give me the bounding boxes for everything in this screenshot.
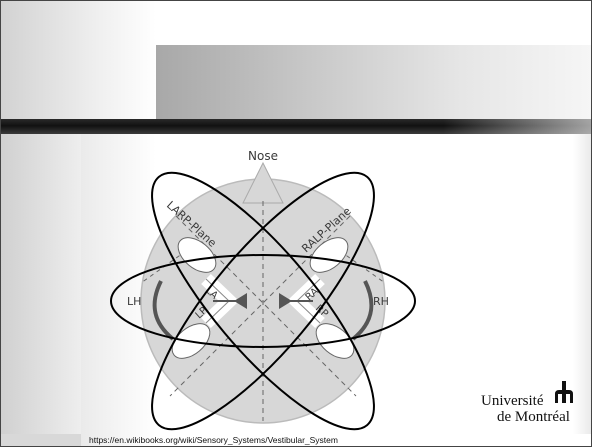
bottom-left-shade	[1, 434, 81, 446]
diagonal-dashed-2	[169, 215, 351, 397]
left-anterior-canal-lobe	[177, 237, 217, 273]
logo-line1: Université	[481, 393, 544, 409]
logo-line2: de Montréal	[497, 409, 570, 425]
diagonal-dashed-1	[175, 215, 357, 397]
larp-plane-ellipse	[151, 171, 375, 431]
horizontal-plane-ellipse	[110, 254, 416, 348]
left-horizontal-canal	[152, 280, 175, 341]
header-band	[156, 45, 591, 121]
universite-de-montreal-logo: Université de Montréal	[481, 379, 581, 427]
divider-bar	[1, 119, 591, 134]
source-url[interactable]: https://en.wikibooks.org/wiki/Sensory_Sy…	[89, 435, 338, 445]
rh-label: RH	[373, 295, 389, 308]
content-left-shade	[1, 134, 81, 434]
ralp-plane-ellipse	[151, 171, 375, 431]
right-anterior-canal-lobe	[309, 237, 349, 273]
content-right-shade	[573, 134, 591, 434]
right-horizontal-canal	[351, 280, 374, 341]
university-emblem-icon	[555, 381, 573, 403]
lh-label: LH	[127, 295, 141, 308]
nose-label: Nose	[248, 149, 278, 163]
